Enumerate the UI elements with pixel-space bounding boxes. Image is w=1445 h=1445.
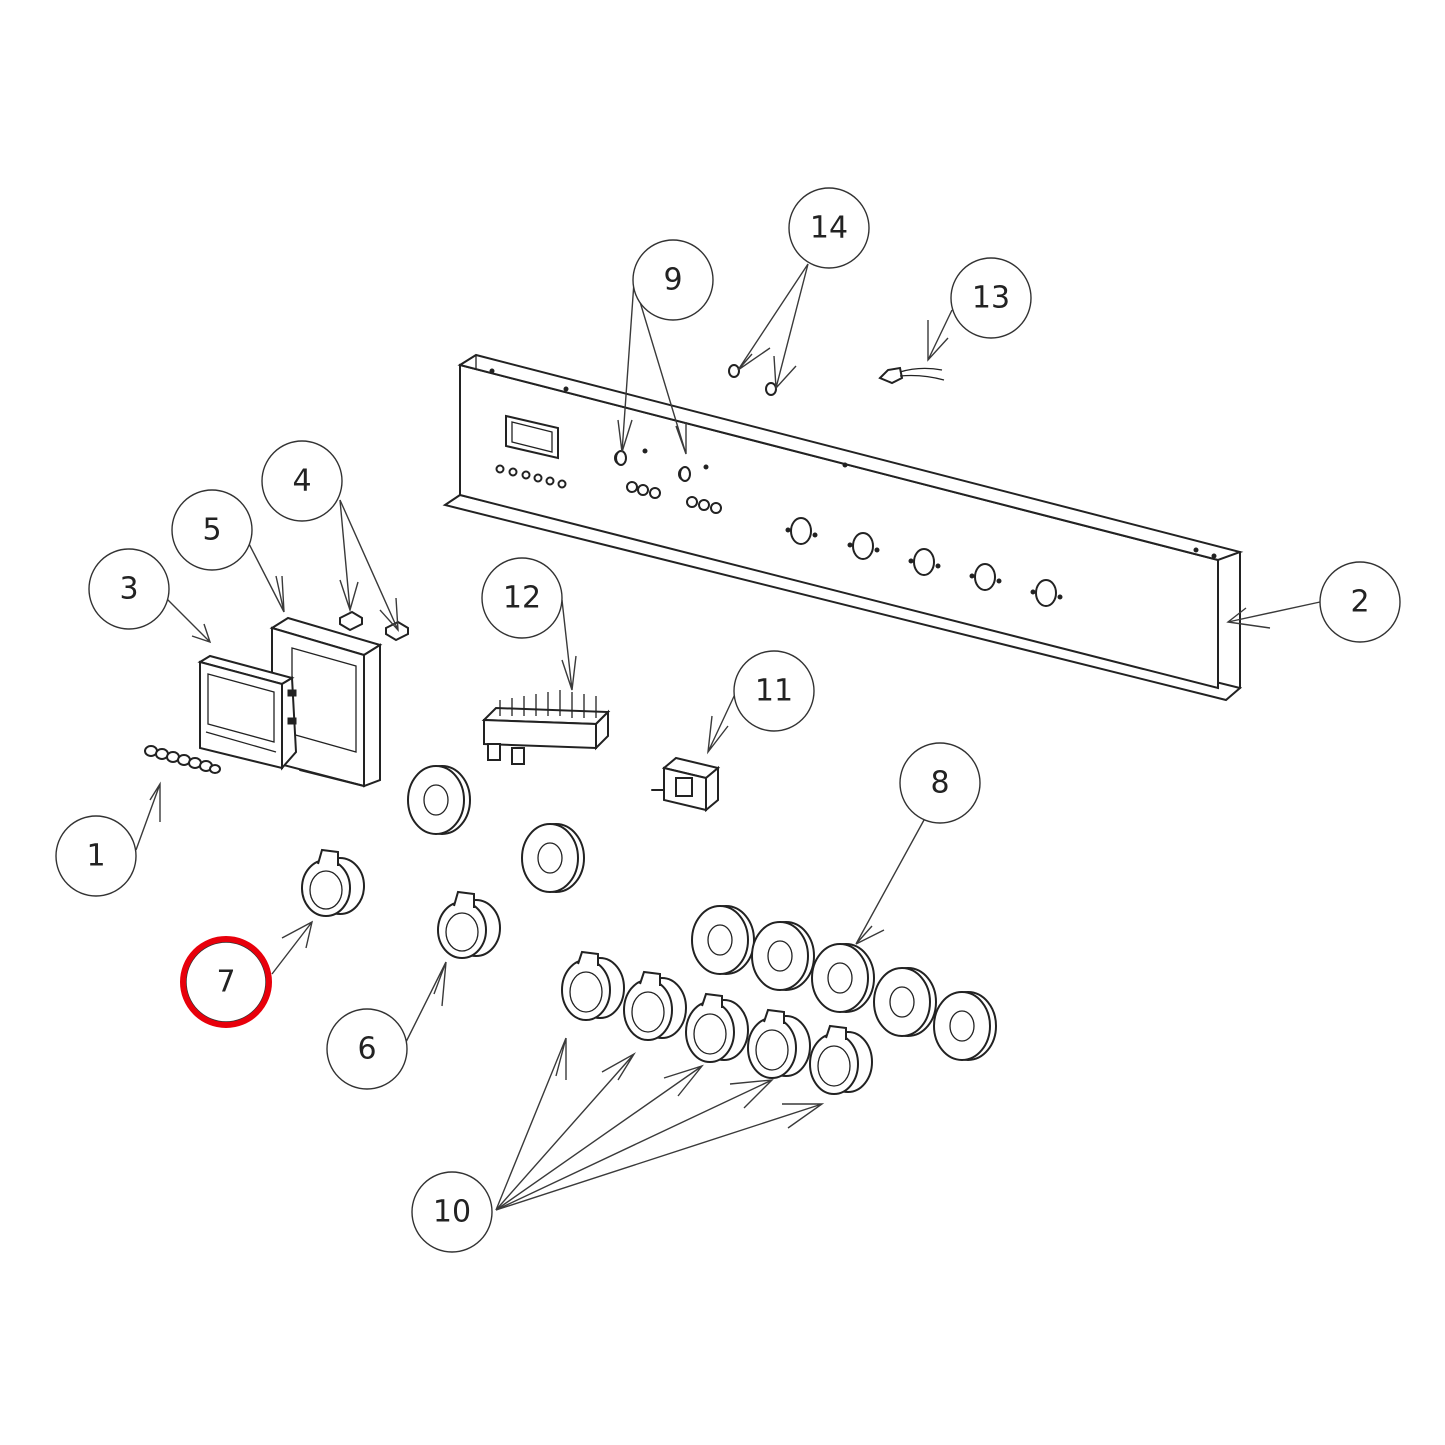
svg-text:12: 12 xyxy=(503,581,541,616)
svg-text:14: 14 xyxy=(810,211,848,246)
callout-6: 6 xyxy=(326,1008,408,1090)
display-module-part xyxy=(197,654,298,771)
leader-lines xyxy=(135,263,1321,1211)
svg-text:10: 10 xyxy=(433,1195,471,1230)
svg-text:3: 3 xyxy=(119,572,138,607)
callout-14: 14 xyxy=(788,187,870,269)
control-panel-part xyxy=(442,353,1244,702)
callout-13: 13 xyxy=(950,257,1032,339)
callout-1: 1 xyxy=(55,815,137,897)
clip-part xyxy=(339,610,409,642)
knob-small-part xyxy=(301,848,365,917)
svg-text:6: 6 xyxy=(357,1032,376,1067)
rotary-switch-part xyxy=(651,756,721,813)
callout-7: 7 xyxy=(180,936,272,1028)
highlight-ring xyxy=(180,936,272,1028)
bezel-part xyxy=(407,765,997,1061)
svg-text:13: 13 xyxy=(972,281,1010,316)
knob-row-part xyxy=(561,950,873,1095)
svg-text:11: 11 xyxy=(755,674,793,709)
knob-part xyxy=(437,890,501,959)
callout-12: 12 xyxy=(481,557,563,639)
callout-11: 11 xyxy=(733,650,815,732)
svg-text:1: 1 xyxy=(86,839,105,874)
pin-part xyxy=(728,364,777,396)
callout-4: 4 xyxy=(261,440,343,522)
callout-3: 3 xyxy=(88,548,170,630)
svg-text:2: 2 xyxy=(1350,585,1369,620)
callout-10: 10 xyxy=(411,1171,493,1253)
callout-5: 5 xyxy=(171,489,253,571)
callout-2: 2 xyxy=(1319,561,1401,643)
svg-text:9: 9 xyxy=(663,263,682,298)
svg-text:4: 4 xyxy=(292,464,311,499)
svg-text:8: 8 xyxy=(930,766,949,801)
indicator-light-part xyxy=(615,450,691,482)
wire-part xyxy=(878,366,945,385)
callout-8: 8 xyxy=(899,742,981,824)
button-set-part xyxy=(144,745,221,774)
svg-text:5: 5 xyxy=(202,513,221,548)
terminal-block-part xyxy=(481,690,611,765)
callout-9: 9 xyxy=(632,239,714,321)
svg-text:7: 7 xyxy=(216,965,235,1000)
